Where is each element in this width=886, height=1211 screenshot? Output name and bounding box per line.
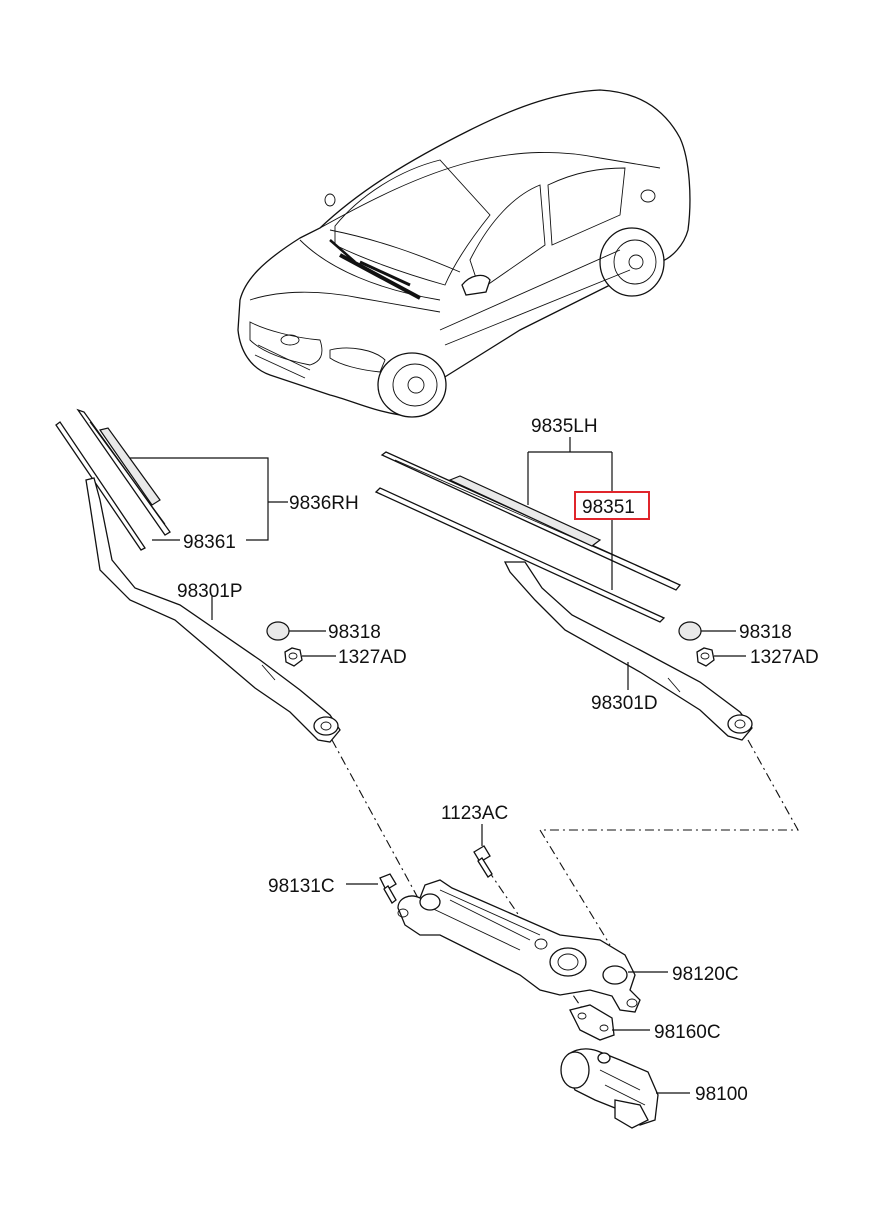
label-bracket: 98160C xyxy=(654,1022,721,1043)
label-refill-rh: 98361 xyxy=(183,532,236,553)
assembly-line-right xyxy=(539,739,799,946)
label-linkage: 98120C xyxy=(672,964,739,985)
label-blade-rh: 9836RH xyxy=(289,493,359,514)
highlight-box-refill-lh[interactable] xyxy=(574,491,650,520)
label-refill-lh[interactable]: 98351 xyxy=(582,497,635,518)
wiper-blade-rh xyxy=(55,408,171,551)
label-blade-lh: 9835LH xyxy=(531,416,598,437)
label-nut-left: 1327AD xyxy=(338,647,407,668)
label-motor: 98100 xyxy=(695,1084,748,1105)
assembly-line-left xyxy=(331,739,419,899)
leader-blade-lh xyxy=(527,437,613,590)
wiper-motor xyxy=(560,1048,659,1129)
wiper-arm-passenger xyxy=(85,477,341,743)
cap-left xyxy=(266,621,290,641)
wiper-linkage xyxy=(397,879,641,1013)
nut-left xyxy=(284,647,303,667)
label-arm-passenger: 98301P xyxy=(177,581,243,602)
wiper-blade-lh xyxy=(374,451,682,623)
label-cap-right: 98318 xyxy=(739,622,792,643)
label-arm-driver: 98301D xyxy=(591,693,658,714)
bracket-98160c xyxy=(569,1004,615,1041)
wiper-arm-driver xyxy=(503,561,753,741)
cap-right xyxy=(678,621,702,641)
label-nut-right: 1327AD xyxy=(750,647,819,668)
leader-blade-rh xyxy=(130,457,288,541)
label-cap-left: 98318 xyxy=(328,622,381,643)
label-bolt-left: 98131C xyxy=(268,876,335,897)
label-bolt-top: 1123AC xyxy=(441,803,508,824)
bolt-98131c xyxy=(379,873,397,904)
bolt-1123ac xyxy=(473,845,493,878)
car-illustration xyxy=(237,89,691,418)
nut-right xyxy=(696,647,715,667)
